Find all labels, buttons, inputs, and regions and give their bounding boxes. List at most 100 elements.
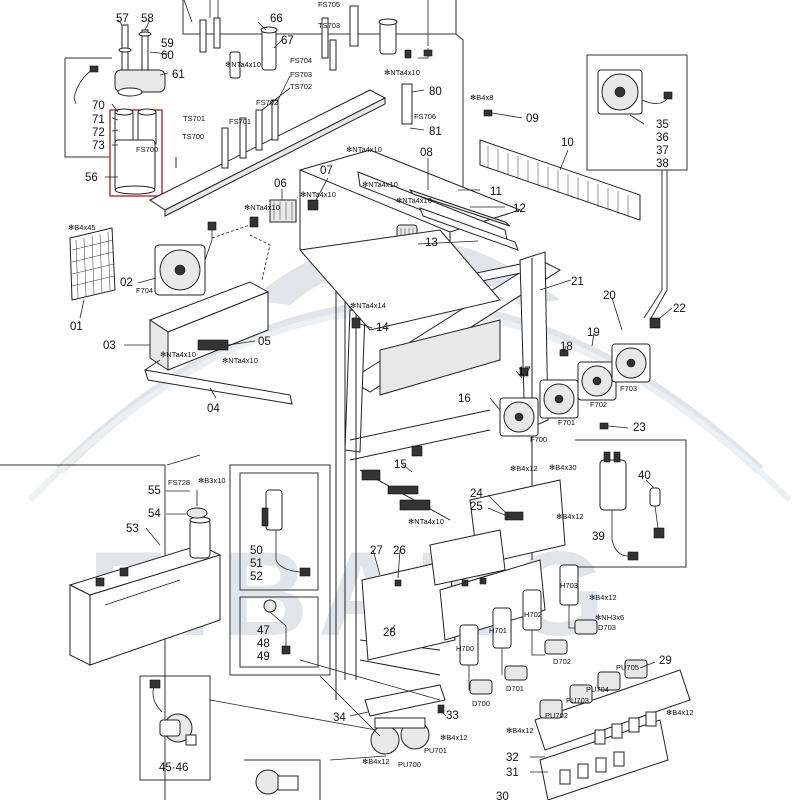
callout-73: 73: [92, 140, 105, 152]
callout-15: 15: [394, 459, 407, 471]
callout-16: 16: [458, 393, 471, 405]
callout-11: 11: [490, 186, 502, 198]
callout-38: 38: [656, 158, 669, 170]
sensor-boxes: [229, 464, 331, 676]
label-PU705: PU705: [616, 663, 639, 672]
label-FS703: FS703: [290, 70, 312, 79]
label-TS700: TS700: [182, 132, 204, 141]
label-F704: F704: [136, 286, 153, 295]
label-FS706: FS706: [414, 112, 436, 121]
leader-lines: [166, 454, 441, 761]
note-nta4x10-h: ✻NTa4x10: [160, 350, 196, 359]
callout-02: 02: [120, 277, 133, 289]
note-nta4x10-e: ✻NTa4x10: [362, 180, 398, 189]
label-D700: D700: [472, 699, 490, 708]
top-sensor-rail: [149, 0, 464, 217]
note-nta4x10-f: ✻NTa4x10: [396, 196, 432, 205]
callout-47: 47: [257, 625, 270, 637]
label-H703: H703: [560, 581, 578, 590]
pump-box: [139, 675, 321, 800]
callout-27: 27: [370, 545, 383, 557]
fan-row: [489, 297, 673, 437]
label-PU700: PU700: [398, 760, 421, 769]
callout-22: 22: [673, 303, 686, 315]
callout-60: 60: [161, 50, 174, 62]
callout-14: 14: [376, 322, 389, 334]
callout-04: 04: [207, 403, 220, 415]
callout-12: 12: [513, 203, 526, 215]
note-b4x12-c: ✻B4x12: [589, 593, 617, 602]
note-b4x12-e: ✻B4x12: [506, 726, 534, 735]
callout-55: 55: [148, 485, 161, 497]
callout-24: 24: [470, 488, 483, 500]
callout-32: 32: [506, 752, 519, 764]
note-b4x12-d: ✻B4x12: [666, 708, 694, 717]
callout-57: 57: [116, 13, 129, 25]
note-nta4x14: ✻NTa4x14: [350, 301, 386, 310]
callout-28: 28: [383, 627, 396, 639]
note-b3x10: ✻B3x10: [198, 476, 226, 485]
callout-23: 23: [633, 422, 646, 434]
callout-81: 81: [429, 126, 442, 138]
note-nta4x10-a: ✻NTa4x10: [225, 60, 261, 69]
callout-48: 48: [257, 638, 270, 650]
label-PU701: PU701: [424, 746, 447, 755]
heaters-valves: [459, 564, 598, 695]
label-FS728: FS728: [168, 478, 190, 487]
label-PU704: PU704: [586, 685, 609, 694]
highlight-frame: [109, 109, 163, 197]
note-nh3x6: ✻NH3x6: [595, 613, 624, 622]
label-D701: D701: [506, 684, 524, 693]
callout-18: 18: [560, 341, 573, 353]
callout-06: 06: [274, 178, 287, 190]
callout-26: 26: [393, 545, 406, 557]
callout-07: 07: [320, 165, 333, 177]
callout-21: 21: [571, 276, 584, 288]
callout-17: 17: [518, 366, 531, 378]
label-H701: H701: [489, 626, 507, 635]
callout-53: 53: [126, 523, 139, 535]
note-b4x12-b: ✻B4x12: [556, 512, 584, 521]
top-right-parts: [479, 54, 688, 321]
label-PU703: PU703: [566, 696, 589, 705]
label-D703: D703: [598, 623, 616, 632]
callout-29: 29: [659, 655, 672, 667]
callout-25: 25: [470, 501, 483, 513]
bottom-pumps: [349, 684, 447, 755]
callout-35: 35: [656, 119, 669, 131]
callout-52: 52: [250, 571, 263, 583]
tank-assembly: [0, 464, 222, 800]
callout-51: 51: [250, 558, 263, 570]
callout-71: 71: [92, 114, 105, 126]
note-b4x8: ✻B4x8: [470, 93, 493, 102]
top-left-detail-box: [64, 19, 177, 197]
callout-37: 37: [656, 145, 669, 157]
note-nta4x10-d: ✻NTa4x10: [300, 190, 336, 199]
callout-49: 49: [257, 651, 270, 663]
callout-09: 09: [526, 113, 539, 125]
note-b4x45: ✻B4x45: [68, 223, 96, 232]
label-F702: F702: [590, 400, 607, 409]
callout-67: 67: [281, 35, 294, 47]
label-F701: F701: [558, 418, 575, 427]
left-fan-duct: [69, 221, 293, 405]
note-b4x12-a: ✻B4x12: [510, 464, 538, 473]
label-F700: F700: [530, 435, 547, 444]
callout-72: 72: [92, 127, 105, 139]
label-FS700: FS700: [136, 145, 158, 154]
callout-10: 10: [561, 137, 574, 149]
callout-30: 30: [496, 791, 509, 800]
note-nta4x10-c: ✻NTa4x10: [346, 145, 382, 154]
callout-31: 31: [506, 767, 519, 779]
label-FS704: FS704: [290, 56, 312, 65]
label-FS702: FS702: [256, 98, 278, 107]
callout-03: 03: [103, 340, 116, 352]
label-D702: D702: [553, 657, 571, 666]
callout-13: 13: [425, 237, 438, 249]
callout-08: 08: [420, 147, 433, 159]
note-nta4x10-b: ✻NTa4x10: [384, 68, 420, 77]
callout-01: 01: [70, 321, 83, 333]
label-FS705: FS705: [318, 0, 340, 9]
callout-80: 80: [429, 86, 442, 98]
